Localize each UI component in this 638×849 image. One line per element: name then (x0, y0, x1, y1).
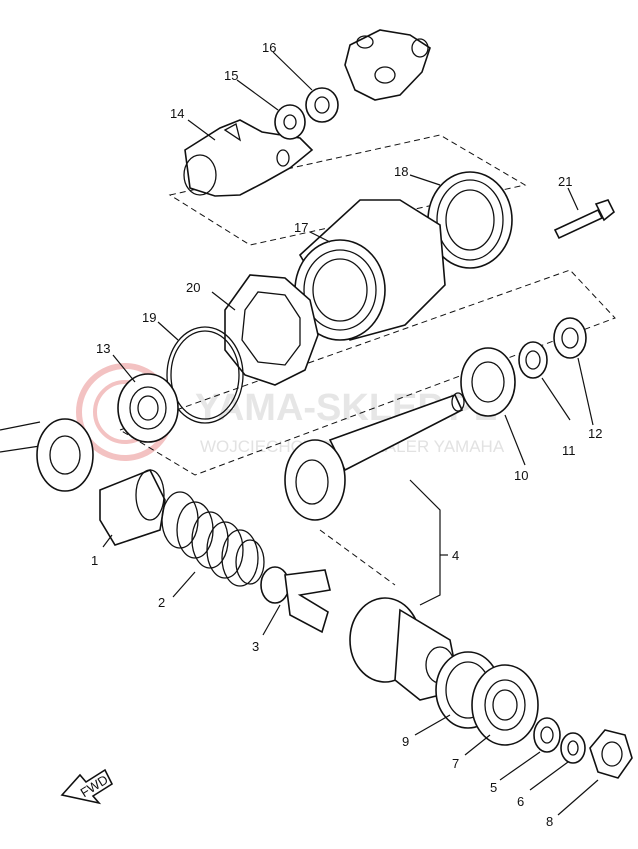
label-part-2: 2 (158, 595, 165, 610)
label-part-12: 12 (588, 426, 602, 441)
part-19-o-ring (166, 326, 244, 424)
part-11-shim (518, 341, 548, 379)
label-part-3: 3 (252, 639, 259, 654)
part-5-washer (533, 717, 561, 753)
part-12-seal (553, 317, 587, 359)
label-part-10: 10 (514, 468, 528, 483)
universal-joint-cross (344, 29, 431, 101)
label-part-1: 1 (91, 553, 98, 568)
part-7-bearing (471, 664, 539, 746)
label-part-15: 15 (224, 68, 238, 83)
leader-lines (102, 51, 599, 816)
part-2-spring (161, 491, 265, 587)
part-16-washer (305, 87, 339, 123)
label-part-16: 16 (262, 40, 276, 55)
part-10-bearing (460, 347, 516, 417)
part-17-housing (294, 199, 446, 341)
left-bearing (0, 418, 94, 492)
assembly-outlines (118, 134, 616, 586)
part-21-bolt (553, 199, 616, 240)
label-part-9: 9 (402, 734, 409, 749)
label-part-13: 13 (96, 341, 110, 356)
part-20-plate (224, 274, 319, 386)
part-14-yoke (183, 119, 314, 197)
label-part-17: 17 (294, 220, 308, 235)
label-part-6: 6 (517, 794, 524, 809)
part-labels: 1 2 3 4 5 6 7 8 9 10 11 12 13 14 15 16 1… (91, 40, 602, 829)
forward-direction-arrow: FWD (60, 768, 114, 805)
part-13-bearing (117, 373, 179, 443)
label-part-11: 11 (562, 443, 576, 458)
label-part-7: 7 (452, 756, 459, 771)
label-part-19: 19 (142, 310, 156, 325)
part-18-boot (427, 171, 513, 269)
label-part-4: 4 (452, 548, 459, 563)
part-1-sleeve (99, 468, 166, 546)
part-6-lock-washer (560, 732, 586, 764)
label-part-8: 8 (546, 814, 553, 829)
part-4-pinion-shaft (284, 392, 465, 521)
label-part-21: 21 (558, 174, 572, 189)
label-part-20: 20 (186, 280, 200, 295)
part-8-nut (589, 729, 633, 779)
label-part-5: 5 (490, 780, 497, 795)
label-part-14: 14 (170, 106, 184, 121)
label-part-18: 18 (394, 164, 408, 179)
part-15-washer (274, 104, 306, 140)
part-3-cam-fork (260, 566, 331, 634)
